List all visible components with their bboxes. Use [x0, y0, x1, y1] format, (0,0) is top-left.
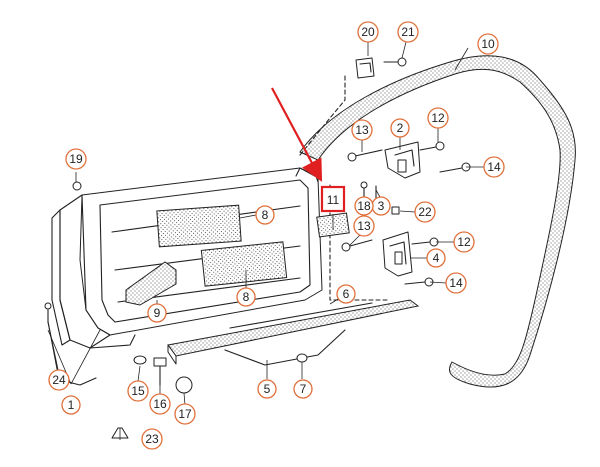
- callout-23: 23: [141, 428, 163, 450]
- callout-5: 5: [257, 379, 277, 399]
- upper-hinge: [384, 141, 421, 179]
- callout-1: 1: [61, 395, 81, 415]
- svg-text:3: 3: [378, 199, 385, 213]
- callout-4: 4: [426, 248, 446, 268]
- callout-12-upper: 12: [427, 107, 449, 129]
- svg-text:13: 13: [355, 123, 369, 137]
- svg-text:8: 8: [262, 208, 269, 222]
- svg-text:6: 6: [343, 287, 350, 301]
- callout-9: 9: [147, 303, 167, 323]
- svg-text:12: 12: [431, 111, 445, 125]
- svg-text:7: 7: [300, 382, 307, 396]
- callout-6: 6: [336, 284, 356, 304]
- callouts: 1 2 3 4 5 6 7 8 8 9 10 11 12 12 13 13 14…: [48, 21, 505, 450]
- callout-7: 7: [293, 379, 313, 399]
- svg-text:16: 16: [153, 397, 167, 411]
- svg-text:14: 14: [487, 160, 501, 174]
- callout-21: 21: [397, 21, 419, 43]
- callout-14-lower: 14: [445, 272, 467, 294]
- callout-17: 17: [174, 403, 196, 425]
- svg-text:14: 14: [449, 276, 463, 290]
- highlight-arrow: [271, 87, 323, 182]
- callout-2: 2: [390, 118, 410, 138]
- callout-20: 20: [357, 21, 379, 43]
- svg-text:22: 22: [418, 205, 432, 219]
- svg-text:20: 20: [361, 25, 375, 39]
- svg-text:18: 18: [357, 199, 371, 213]
- svg-text:4: 4: [433, 251, 440, 265]
- svg-text:23: 23: [145, 432, 159, 446]
- sill-trim: [167, 299, 420, 365]
- lower-plate: [224, 329, 346, 366]
- callout-8-upper: 8: [255, 205, 275, 225]
- door-seal: [299, 55, 576, 388]
- svg-text:24: 24: [52, 373, 66, 387]
- callout-14-upper: 14: [483, 156, 505, 178]
- foam-pad-corner: [125, 261, 177, 306]
- callout-15: 15: [127, 380, 149, 402]
- svg-text:1: 1: [68, 398, 75, 412]
- svg-text:2: 2: [397, 121, 404, 135]
- svg-text:17: 17: [178, 407, 192, 421]
- svg-text:12: 12: [457, 235, 471, 249]
- callout-22: 22: [414, 201, 436, 223]
- svg-text:19: 19: [69, 152, 83, 166]
- bolts: [44, 57, 471, 439]
- callout-8-lower: 8: [236, 287, 256, 307]
- svg-text:8: 8: [243, 290, 250, 304]
- svg-text:13: 13: [357, 219, 371, 233]
- svg-text:9: 9: [154, 306, 161, 320]
- foam-pad-upper: [156, 204, 242, 248]
- svg-text:11: 11: [327, 193, 340, 207]
- lower-hinge: [382, 231, 413, 277]
- callout-10: 10: [477, 33, 499, 55]
- svg-text:21: 21: [401, 25, 415, 39]
- callout-16: 16: [149, 393, 171, 415]
- svg-text:10: 10: [481, 37, 495, 51]
- callout-24: 24: [48, 369, 70, 391]
- callout-13-lower: 13: [353, 215, 375, 237]
- callout-13-upper: 13: [351, 119, 373, 141]
- svg-text:15: 15: [131, 384, 145, 398]
- svg-text:5: 5: [264, 382, 271, 396]
- callout-18: 18: [354, 196, 374, 216]
- callout-11-highlighted: 11: [320, 185, 346, 213]
- callout-19: 19: [65, 148, 87, 170]
- callout-3: 3: [371, 196, 391, 216]
- callout-12-lower: 12: [453, 231, 475, 253]
- clip: [355, 57, 375, 79]
